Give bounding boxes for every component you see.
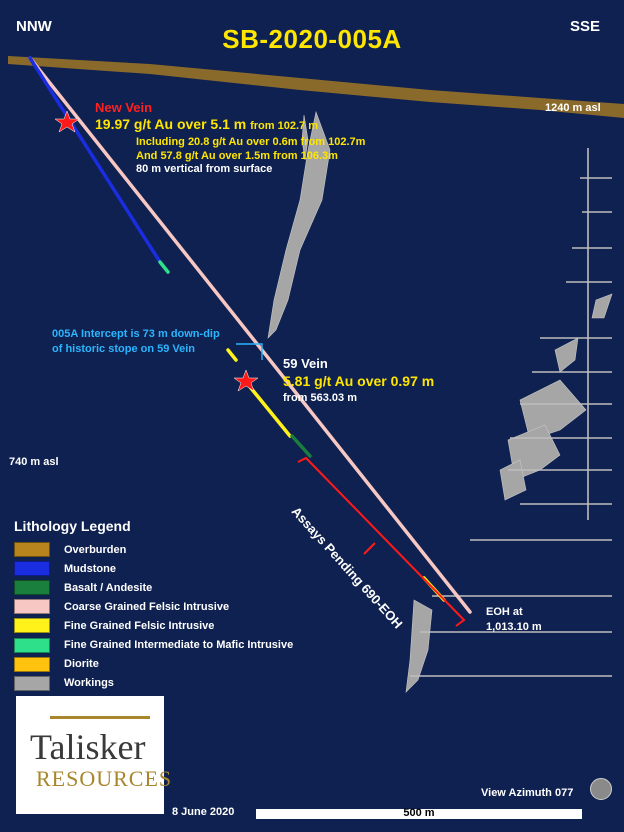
stope-right-2 bbox=[554, 337, 579, 373]
intercept-bracket bbox=[236, 343, 263, 360]
upper-stope bbox=[267, 110, 331, 339]
vein59-star-icon bbox=[233, 369, 259, 392]
legend-label: Fine Grained Intermediate to Mafic Intru… bbox=[64, 639, 294, 652]
legend-swatch bbox=[14, 542, 50, 558]
logo-accent-bar bbox=[50, 716, 150, 719]
lithology-legend: Lithology Legend Overburden Mudstone Bas… bbox=[14, 518, 293, 693]
new-vein-star-icon bbox=[54, 110, 80, 133]
scale-bar-label: 500 m bbox=[403, 807, 435, 819]
legend-swatch bbox=[14, 637, 50, 653]
legend-item: Diorite bbox=[14, 655, 293, 674]
legend-swatch bbox=[14, 618, 50, 634]
section-title: SB-2020-005A bbox=[222, 24, 402, 54]
logo-name-bottom: RESOURCES bbox=[36, 766, 173, 791]
stope-right-1 bbox=[591, 293, 613, 319]
legend-swatch bbox=[14, 580, 50, 596]
legend-label: Fine Grained Felsic Intrusive bbox=[64, 619, 215, 632]
raise-1 bbox=[301, 114, 309, 161]
vein59-from: from 563.03 m bbox=[283, 392, 357, 404]
compass-icon bbox=[590, 778, 612, 800]
logo-name-top: Talisker bbox=[30, 727, 146, 767]
legend-label: Overburden bbox=[64, 543, 127, 556]
new-vein-and: And 57.8 g/t Au over 1.5m from 106.3m bbox=[136, 150, 338, 162]
elevation-top-label: 1240 m asl bbox=[545, 102, 601, 114]
intercept-note-line2: of historic stope on 59 Vein bbox=[52, 343, 196, 355]
new-vein-from: from 102.7 m bbox=[250, 120, 318, 132]
right-direction-label: SSE bbox=[570, 18, 601, 35]
vein59-label: 59 Vein bbox=[283, 356, 328, 371]
eoh-depth: 1,013.10 m bbox=[486, 621, 542, 633]
legend-label: Workings bbox=[64, 677, 114, 690]
new-vein-label: New Vein bbox=[95, 100, 153, 115]
legend-label: Diorite bbox=[64, 658, 99, 671]
assays-pending-bracket bbox=[297, 456, 466, 627]
legend-label: Basalt / Andesite bbox=[64, 581, 153, 594]
scale-bar: 500 m bbox=[256, 807, 582, 819]
legend-item: Fine Grained Intermediate to Mafic Intru… bbox=[14, 635, 293, 654]
new-vein-main-intercept: 19.97 g/t Au over 5.1 m from 102.7 m bbox=[95, 116, 318, 132]
elevation-mid-label: 740 m asl bbox=[9, 456, 59, 468]
legend-item: Workings bbox=[14, 674, 293, 693]
legend-swatch bbox=[14, 561, 50, 577]
new-vein-including: Including 20.8 g/t Au over 0.6m from 102… bbox=[136, 136, 366, 148]
legend-swatch bbox=[14, 599, 50, 615]
legend-item: Coarse Grained Felsic Intrusive bbox=[14, 597, 293, 616]
vein59-main-intercept: 5.81 g/t Au over 0.97 m bbox=[283, 373, 435, 389]
lower-stope bbox=[405, 599, 433, 693]
eoh-label-line1: EOH at bbox=[486, 606, 523, 618]
overburden-band bbox=[8, 56, 624, 118]
section-date: 8 June 2020 bbox=[172, 806, 235, 818]
view-azimuth: View Azimuth 077 bbox=[481, 787, 574, 799]
new-vein-main-grade: 19.97 g/t Au over 5.1 m bbox=[95, 116, 247, 132]
legend-swatch bbox=[14, 675, 50, 691]
legend-item: Fine Grained Felsic Intrusive bbox=[14, 616, 293, 635]
left-direction-label: NNW bbox=[16, 18, 52, 35]
legend-label: Coarse Grained Felsic Intrusive bbox=[64, 600, 230, 613]
legend-item: Basalt / Andesite bbox=[14, 578, 293, 597]
shaft-and-levels bbox=[410, 148, 612, 677]
legend-item: Overburden bbox=[14, 540, 293, 559]
legend-swatch bbox=[14, 656, 50, 672]
new-vein-vertical: 80 m vertical from surface bbox=[136, 163, 273, 175]
intercept-note-line1: 005A Intercept is 73 m down-dip bbox=[52, 328, 220, 340]
legend-title: Lithology Legend bbox=[14, 518, 131, 534]
company-logo: Talisker RESOURCES bbox=[16, 696, 171, 814]
legend-label: Mudstone bbox=[64, 562, 116, 575]
legend-item: Mudstone bbox=[14, 559, 293, 578]
